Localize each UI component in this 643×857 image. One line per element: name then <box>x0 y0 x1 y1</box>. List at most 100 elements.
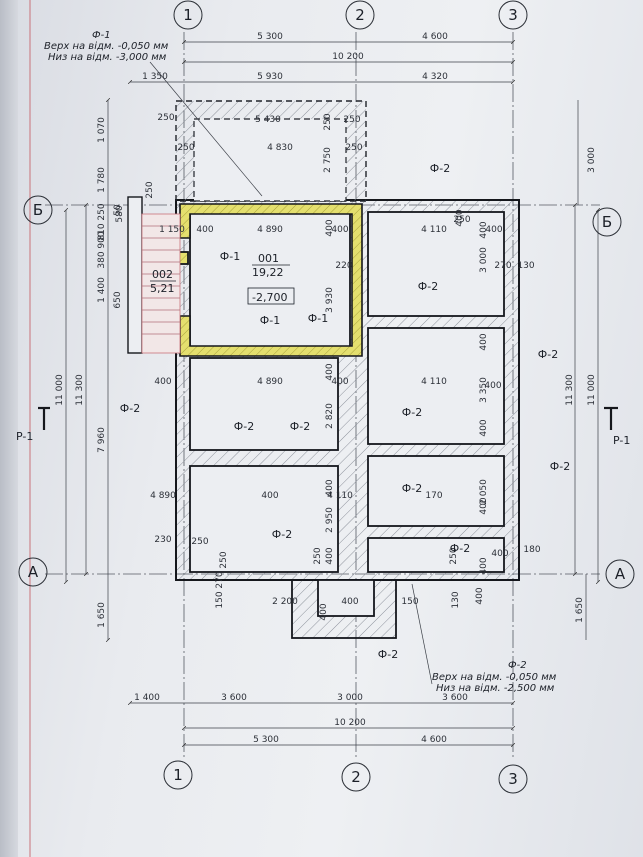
dim-iv-2: 2 820 <box>325 403 335 429</box>
dim-iv-20: 400 <box>319 603 329 620</box>
dim-ih-15: 170 <box>425 491 442 501</box>
dim-ih-2: 4 890 <box>257 225 283 235</box>
dim-ih-28: 180 <box>523 545 540 555</box>
dim-ro-0: 11 300 <box>565 374 575 406</box>
note-bottom-line2: Низ на відм. -2,500 мм <box>436 682 555 694</box>
dim-ih-19: 270 <box>215 571 225 588</box>
dim-ext-1: 5 430 <box>255 115 281 125</box>
mark-f2-9: Ф-2 <box>450 542 470 555</box>
mark-f1-1: Ф-1 <box>260 314 280 327</box>
dim-iv-5: 3 350 <box>479 377 489 403</box>
dim-bot2-0: 10 200 <box>334 718 366 728</box>
stair-treads <box>142 225 180 335</box>
mark-f2-4: Ф-2 <box>234 420 254 433</box>
dim-ih-17: 250 <box>191 537 208 547</box>
floor-level: -2,700 <box>252 291 287 304</box>
mark-f2-1: Ф-2 <box>418 280 438 293</box>
note-top-label: Ф-1 <box>92 30 111 41</box>
mark-f2-3: Ф-2 <box>120 402 140 415</box>
dim-top1-1: 4 600 <box>422 32 448 42</box>
dim-iv-21: 250 <box>145 181 155 198</box>
note-top-line1: Верх на відм. -0,050 мм <box>44 40 169 52</box>
room-tags: 001 19,22 002 5,21 -2,700 <box>150 252 295 305</box>
dim-ih-6: 400 <box>485 225 502 235</box>
axis-bubbles <box>18 0 635 794</box>
dim-ext-5: 4 830 <box>267 143 293 153</box>
dim-top3-0: 1 350 <box>142 72 168 82</box>
axis-bottom-3: 3 <box>508 770 518 788</box>
dim-ih-21: 400 <box>491 549 508 559</box>
dim-ih-24: 150 <box>401 597 418 607</box>
dim-ih-8: 4 890 <box>257 377 283 387</box>
section-label-right: P-1 <box>613 434 630 447</box>
dim-ih-20: 270 <box>494 261 511 271</box>
foundation-strips <box>127 100 520 639</box>
dim-iv-1: 3 930 <box>325 287 335 313</box>
dim-iv-7: 400 <box>325 219 335 236</box>
dim-li-9: 1 650 <box>97 602 107 628</box>
dim-ih-14: 4 110 <box>327 491 353 501</box>
dim-li-2: 250 <box>97 203 107 220</box>
room2-area: 5,21 <box>150 282 175 295</box>
mark-f2-8: Ф-2 <box>272 528 292 541</box>
dim-ro-1: 11 000 <box>587 374 597 406</box>
dim-iv-19: 400 <box>475 587 485 604</box>
dim-ih-26: 130 <box>451 591 461 608</box>
dim-lo-2: 7 960 <box>97 427 107 453</box>
dim-ih-27: 130 <box>517 261 534 271</box>
section-label-left: P-1 <box>16 430 33 443</box>
dim-ih-5: 250 <box>453 215 470 225</box>
dim-ext-4: 250 <box>177 143 194 153</box>
dim-li-7: 1 400 <box>97 277 107 303</box>
axis-right-a: A <box>615 565 626 583</box>
axis-top-1: 1 <box>183 6 193 24</box>
dim-iv-9: 400 <box>325 479 335 496</box>
mark-f2-11: Ф-2 <box>550 460 570 473</box>
dim-bot1-3: 3 600 <box>442 693 468 703</box>
dim-ih-16: 230 <box>154 535 171 545</box>
dim-ih-3: 400 <box>331 225 348 235</box>
dim-ih-12: 4 890 <box>150 491 176 501</box>
dim-li-6: 380 <box>97 251 107 268</box>
dim-iv-6: 2 050 <box>479 479 489 505</box>
dim-ih-10: 4 110 <box>421 377 447 387</box>
mark-f2-0: Ф-2 <box>430 162 450 175</box>
dim-ih-1: 400 <box>196 225 213 235</box>
mark-f2-5: Ф-2 <box>290 420 310 433</box>
room1-number: 001 <box>258 252 279 265</box>
room2-number: 002 <box>152 268 173 281</box>
dim-iv-0: 2 750 <box>323 147 333 173</box>
mark-f2-7: Ф-2 <box>402 482 422 495</box>
sheet-binding-edge <box>0 0 18 857</box>
mark-f2-2: Ф-2 <box>538 348 558 361</box>
dim-li-4: 900 <box>97 231 107 248</box>
dim-ih-22: 2 200 <box>272 597 298 607</box>
dim-iv-11: 400 <box>479 221 489 238</box>
mark-f2-6: Ф-2 <box>402 406 422 419</box>
axis-bottom-2: 2 <box>351 768 361 786</box>
dim-li-8: 650 <box>113 291 123 308</box>
room1-area: 19,22 <box>252 266 284 279</box>
dim-top3-1: 5 930 <box>257 72 283 82</box>
axis-labels: 1 2 3 1 2 3 Б A Б A <box>28 6 626 788</box>
dim-iv-3: 2 950 <box>325 507 335 533</box>
dim-ih-13: 400 <box>261 491 278 501</box>
axis-left-a: A <box>28 563 39 581</box>
dim-lo-1: 11 300 <box>75 374 85 406</box>
axis-left-b: Б <box>33 201 43 219</box>
dim-ih-25: 150 <box>215 591 225 608</box>
note-bottom-line1: Верх на відм. -0,050 мм <box>432 671 557 683</box>
dim-ih-23: 400 <box>341 597 358 607</box>
dim-iv-14: 400 <box>479 497 489 514</box>
dim-ext-2: 250 <box>323 113 333 130</box>
dim-ih-4: 4 110 <box>421 225 447 235</box>
dim-li-3: 810 <box>97 223 107 240</box>
dim-ro-2: 3 000 <box>587 147 597 173</box>
section-markers <box>38 406 618 430</box>
dim-lo-0: 11 000 <box>55 374 65 406</box>
dim-ih-11: 400 <box>484 381 501 391</box>
dim-iv-4: 3 000 <box>479 247 489 273</box>
dim-ext-6: 250 <box>345 143 362 153</box>
